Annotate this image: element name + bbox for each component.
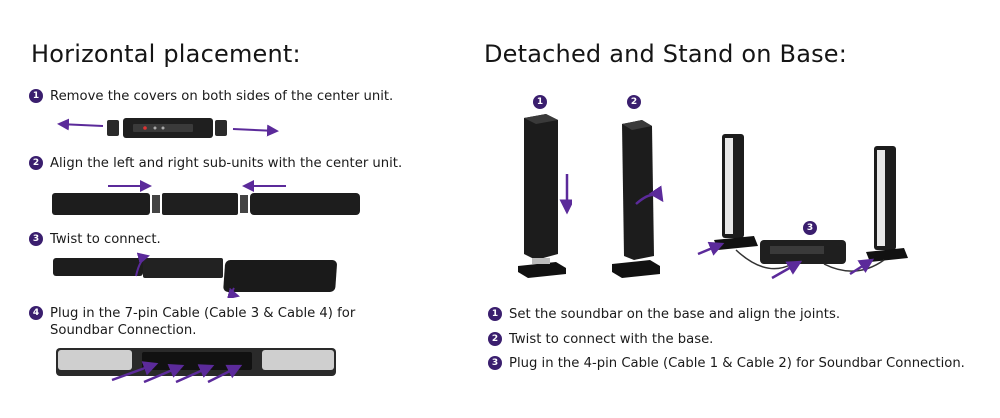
step-number-badge: 3 — [488, 356, 502, 370]
twist-to-connect-illustration — [53, 252, 337, 298]
left-step-3-text: Twist to connect. — [50, 232, 161, 247]
horizontal-placement-heading: Horizontal placement: — [31, 40, 301, 68]
step-number-badge: 3 — [29, 232, 43, 246]
right-step-2: 2 Twist to connect with the base. — [488, 331, 713, 348]
left-step-4: 4 Plug in the 7-pin Cable (Cable 3 & Cab… — [29, 305, 355, 339]
soundbar-on-base-illustration — [518, 114, 572, 278]
right-step-1-text: Set the soundbar on the base and align t… — [509, 307, 841, 322]
step-number-badge: 1 — [29, 89, 43, 103]
left-step-2: 2 Align the left and right sub-units wit… — [29, 155, 402, 172]
step-number-badge: 2 — [29, 156, 43, 170]
seven-pin-cable-illustration — [56, 348, 336, 384]
step-number-badge: 1 — [488, 307, 502, 321]
figure-3-badge: 3 — [803, 221, 817, 235]
detached-stand-heading: Detached and Stand on Base: — [484, 40, 848, 68]
left-step-4-text: Plug in the 7-pin Cable (Cable 3 & Cable… — [50, 306, 356, 338]
align-sub-units-illustration — [52, 180, 360, 215]
left-step-2-text: Align the left and right sub-units with … — [50, 156, 403, 171]
twist-on-base-illustration — [612, 120, 664, 278]
left-step-1: 1 Remove the covers on both sides of the… — [29, 88, 393, 105]
right-step-2-text: Twist to connect with the base. — [509, 332, 714, 347]
center-unit-covers-illustration — [57, 118, 279, 138]
right-step-3-text: Plug in the 4-pin Cable (Cable 1 & Cable… — [509, 356, 965, 371]
step-number-badge: 2 — [488, 332, 502, 346]
figure-1-badge: 1 — [533, 95, 547, 109]
four-pin-cable-illustration — [697, 134, 908, 280]
figure-2-badge: 2 — [627, 95, 641, 109]
right-step-1: 1 Set the soundbar on the base and align… — [488, 306, 840, 323]
right-step-3: 3 Plug in the 4-pin Cable (Cable 1 & Cab… — [488, 355, 965, 372]
left-step-3: 3 Twist to connect. — [29, 231, 161, 248]
left-step-1-text: Remove the covers on both sides of the c… — [50, 89, 394, 104]
step-number-badge: 4 — [29, 306, 43, 320]
